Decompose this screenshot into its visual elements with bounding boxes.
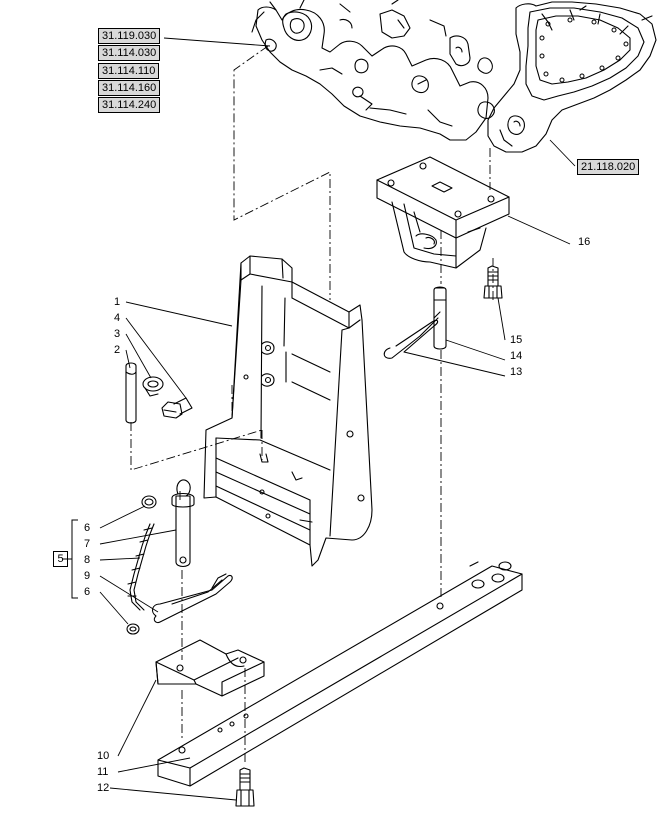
callout-6: 6 <box>84 522 91 534</box>
callout-1: 1 <box>114 296 121 308</box>
rear-housing-casting <box>251 0 495 141</box>
reference-box: 31.119.030 <box>98 28 161 44</box>
callout-7: 7 <box>84 538 91 550</box>
callout-6: 6 <box>84 586 91 598</box>
reference-box: 31.114.240 <box>98 97 161 113</box>
reference-box: 31.114.030 <box>98 45 161 61</box>
callout-13: 13 <box>510 366 523 378</box>
callout-11: 11 <box>97 766 109 778</box>
callout-9: 9 <box>84 570 91 582</box>
upper-bracket <box>376 156 510 269</box>
callout-5-group: 5 <box>53 551 68 567</box>
centerlines <box>130 45 494 765</box>
housing-bolt-holes <box>539 17 629 83</box>
drawbar-clamp <box>155 639 265 697</box>
callout-16: 16 <box>578 236 591 248</box>
callout-10: 10 <box>97 750 110 762</box>
lynch-pin-assembly <box>126 479 233 635</box>
callout-12: 12 <box>97 782 110 794</box>
hitch-frame <box>203 255 373 567</box>
pin-14 <box>433 286 447 350</box>
callout-4: 4 <box>114 312 121 324</box>
pin-2 <box>125 362 137 424</box>
callout-3: 3 <box>114 328 121 340</box>
reference-box: 21.118.020 <box>577 159 640 175</box>
callout-8: 8 <box>84 554 91 566</box>
drawbar <box>157 561 523 787</box>
r-clip-13 <box>383 311 441 359</box>
reference-box: 31.114.110 <box>98 63 160 79</box>
bolt-12 <box>235 767 255 807</box>
reference-box: 31.114.160 <box>98 80 161 96</box>
leader-lines <box>99 37 576 801</box>
callout-2: 2 <box>114 344 121 356</box>
axle-housing-casting <box>487 1 657 153</box>
bolt-15 <box>483 265 503 299</box>
bolt-4 <box>161 397 193 419</box>
callout-14: 14 <box>510 350 523 362</box>
clip-3 <box>142 376 164 397</box>
callout-15: 15 <box>510 334 523 346</box>
